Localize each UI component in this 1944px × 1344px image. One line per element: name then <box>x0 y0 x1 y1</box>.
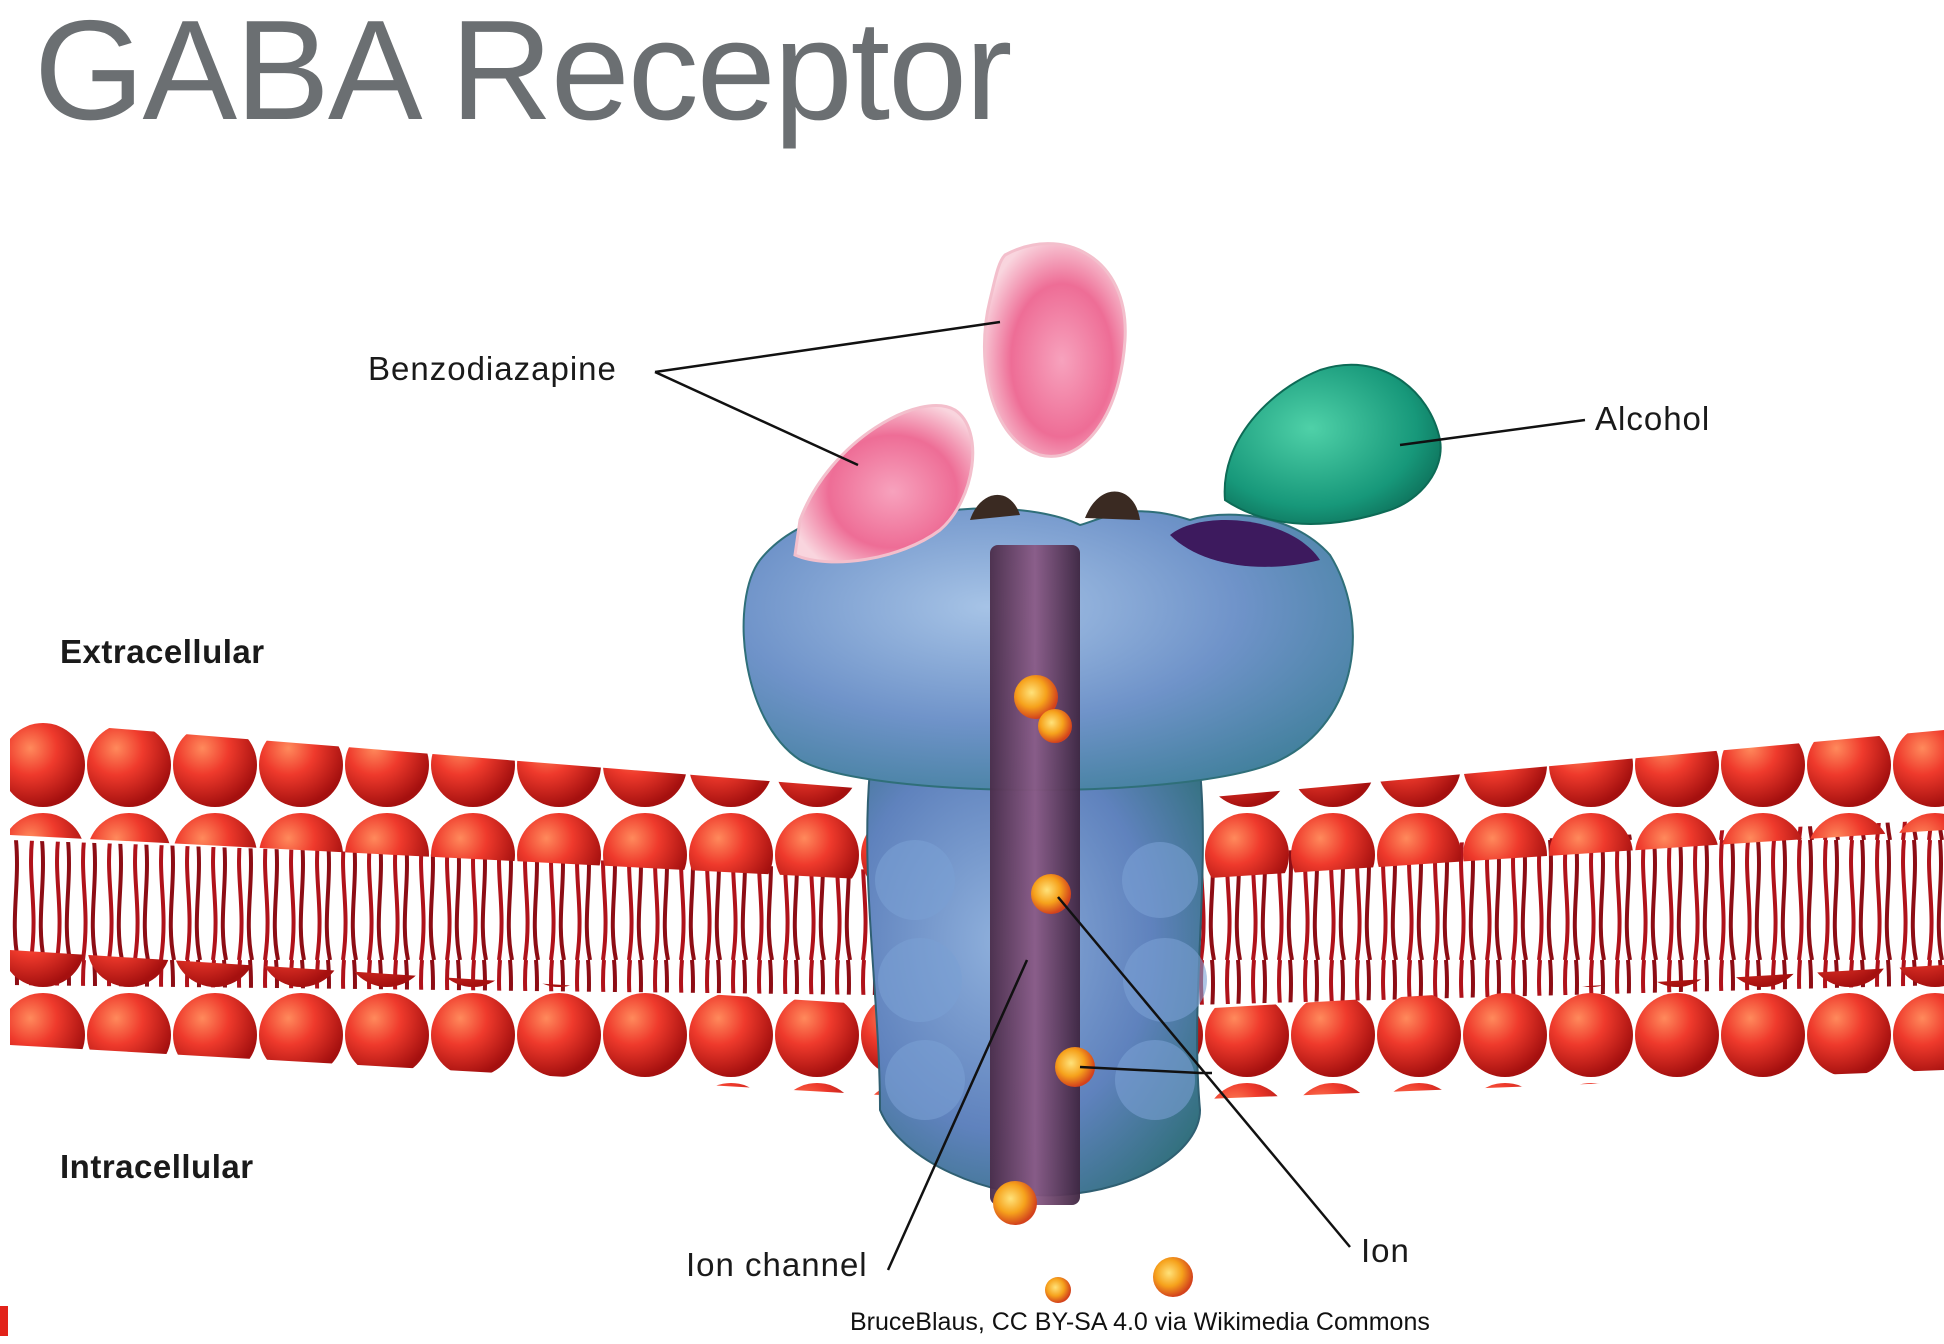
label-extracellular: Extracellular <box>60 633 265 670</box>
leader-ion-lower-a <box>1079 1065 1201 1075</box>
gaba-receptor <box>742 491 1354 1205</box>
ion-particle <box>993 1181 1037 1225</box>
benzodiazepine-molecule-bottom <box>793 404 975 564</box>
lipid-heads-top-right <box>1180 730 1944 880</box>
alcohol-molecule <box>1223 363 1442 525</box>
lipid-heads-top-left <box>10 720 880 880</box>
lipid-tails-left <box>10 840 880 995</box>
lipid-heads-bottom-right <box>1180 965 1944 1100</box>
lipid-heads-bottom-left <box>10 950 880 1095</box>
binding-pocket-alcohol <box>1170 520 1320 567</box>
label-ion-channel: Ion channel <box>686 1246 868 1283</box>
label-ion: Ion <box>1361 1232 1410 1269</box>
ion-particle <box>1045 1277 1071 1303</box>
leader-alcohol <box>1399 418 1586 447</box>
image-credit: BruceBlaus, CC BY-SA 4.0 via Wikimedia C… <box>850 1308 1430 1336</box>
binding-pocket-left <box>970 494 1020 520</box>
leader-benzodiazapine-bottom <box>654 370 859 467</box>
leader-ion-channel <box>886 959 1029 1271</box>
label-benzodiazapine: Benzodiazapine <box>368 350 617 387</box>
label-alcohol: Alcohol <box>1595 400 1711 437</box>
ion-particle <box>1014 675 1058 719</box>
label-intracellular: Intracellular <box>60 1148 254 1185</box>
ion-particle <box>1031 874 1071 914</box>
page-title: GABA Receptor <box>34 0 1012 150</box>
leader-benzodiazapine-top <box>654 320 1001 374</box>
benzodiazepine-molecule-top <box>983 242 1127 458</box>
ion-particle <box>1055 1047 1095 1087</box>
binding-pocket-right <box>1085 491 1140 520</box>
accent-bar <box>0 1306 8 1336</box>
lipid-bilayer <box>10 720 1944 1100</box>
benzodiazepine-molecules <box>793 242 1127 564</box>
ion-channel-pore <box>990 545 1080 1205</box>
ion-particle <box>1153 1257 1193 1297</box>
ions <box>993 675 1193 1303</box>
leader-lines <box>654 320 1586 1271</box>
ion-particle <box>1038 709 1072 743</box>
